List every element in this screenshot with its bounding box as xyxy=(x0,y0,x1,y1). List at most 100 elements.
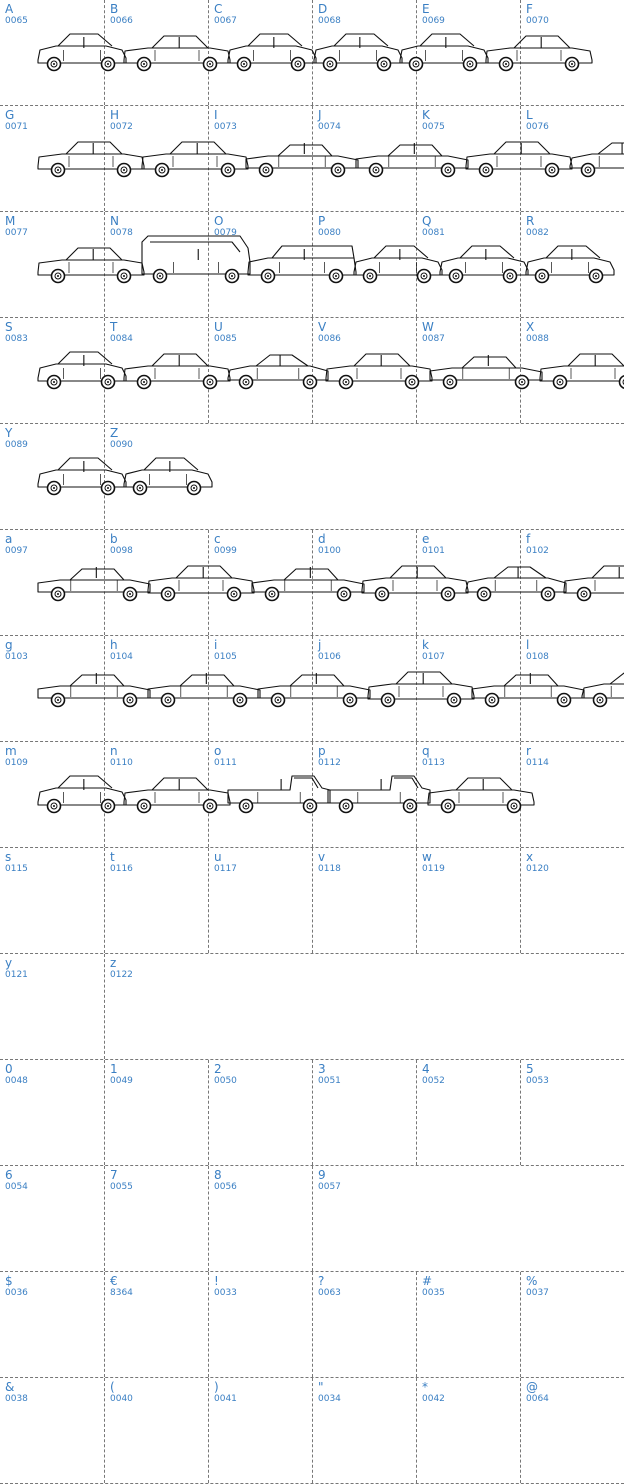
glyph-character: M xyxy=(5,214,16,228)
glyph-character: K xyxy=(422,108,430,122)
glyph-character: m xyxy=(5,744,17,758)
glyph-code: 0100 xyxy=(318,546,341,556)
glyph-cell[interactable]: &0038 xyxy=(0,1378,104,1483)
glyph-cell[interactable]: )0041 xyxy=(208,1378,312,1483)
glyph-cell[interactable]: $0036 xyxy=(0,1272,104,1377)
glyph-character: Z xyxy=(110,426,119,440)
glyph-code: 0086 xyxy=(318,334,341,344)
glyph-code: 0041 xyxy=(214,1394,237,1404)
glyph-code: 0074 xyxy=(318,122,341,132)
glyph-cell[interactable]: "0034 xyxy=(312,1378,416,1483)
glyph-cell[interactable]: @0064 xyxy=(520,1378,624,1483)
glyph-cell[interactable]: #0035 xyxy=(416,1272,520,1377)
glyph-code: 0052 xyxy=(422,1076,445,1086)
glyph-character: N xyxy=(110,214,119,228)
glyph-code: 0115 xyxy=(5,864,28,874)
glyph-character: 6 xyxy=(5,1168,13,1182)
glyph-code: 0073 xyxy=(214,122,237,132)
glyph-cell[interactable]: !0033 xyxy=(208,1272,312,1377)
glyph-code: 0065 xyxy=(5,16,28,26)
glyph-code: 0122 xyxy=(110,970,133,980)
glyph-cell[interactable]: (0040 xyxy=(104,1378,208,1483)
glyph-cell[interactable]: €8364 xyxy=(104,1272,208,1377)
glyph-cell[interactable]: %0037 xyxy=(520,1272,624,1377)
glyph-cell[interactable]: *0042 xyxy=(416,1378,520,1483)
glyph-character: 7 xyxy=(110,1168,118,1182)
glyph-character: ! xyxy=(214,1274,219,1288)
glyph-character: o xyxy=(214,744,222,758)
glyph-character: € xyxy=(110,1274,118,1288)
glyph-code: 0083 xyxy=(5,334,28,344)
glyph-code: 0067 xyxy=(214,16,237,26)
glyph-character: L xyxy=(526,108,533,122)
glyph-character: W xyxy=(422,320,434,334)
glyph-cell[interactable]: ?0063 xyxy=(312,1272,416,1377)
glyph-character: E xyxy=(422,2,430,16)
